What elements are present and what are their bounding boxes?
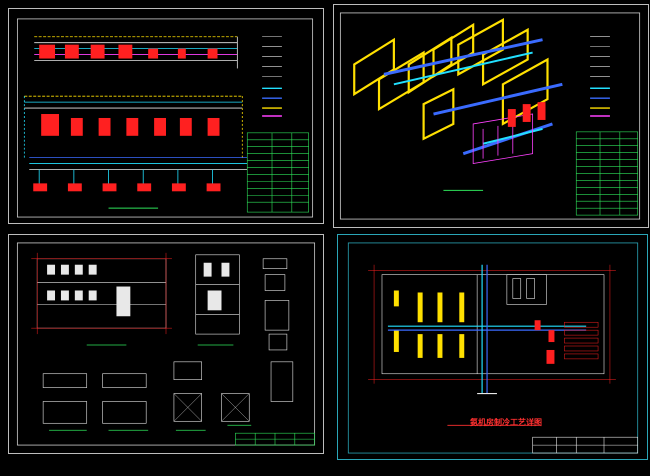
- schematic-drawing: [16, 18, 314, 218]
- inner-frame: [16, 242, 316, 446]
- isometric-drawing: [339, 12, 641, 220]
- detail-small-right: [262, 258, 290, 351]
- sheet-4-title: 氨机房制冷工艺详图: [470, 418, 542, 427]
- equipment-cluster: [506, 274, 547, 305]
- elevation-view: [195, 254, 240, 335]
- red-vessels: [507, 102, 546, 127]
- evaporator-units: [33, 183, 221, 192]
- equipment-table: [575, 131, 638, 216]
- plan-view-red: [31, 252, 172, 335]
- annotation-boxes: [564, 321, 599, 360]
- drawing-sheet-process-detail[interactable]: 氨机房制冷工艺详图: [337, 234, 648, 460]
- room-outline: [381, 274, 605, 375]
- elevation-equipment: [203, 262, 230, 311]
- inner-frame: [16, 18, 314, 218]
- details-drawing: [16, 242, 316, 446]
- evaporator-boxes: [393, 290, 465, 358]
- plan-equipment: [47, 264, 131, 317]
- upper-pipe-rows: [34, 36, 238, 69]
- drawing-sheet-schematic[interactable]: [8, 8, 324, 224]
- title-block: [532, 436, 639, 454]
- legend-column: [590, 36, 610, 117]
- title-block: [235, 432, 315, 446]
- detail-drawings-lower: [42, 361, 294, 424]
- legend-column: [262, 36, 282, 117]
- equipment-table: [246, 132, 309, 213]
- compressor-units-row-1: [39, 44, 218, 59]
- vessel-markers: [534, 320, 555, 364]
- plan-view: [36, 258, 167, 329]
- lower-header: [29, 157, 248, 186]
- process-detail-drawing: [347, 242, 639, 454]
- process-pipes: [387, 264, 587, 395]
- blue-pipes: [383, 38, 563, 156]
- equipment-row-2: [23, 95, 243, 158]
- drawing-sheet-isometric[interactable]: [333, 4, 649, 228]
- caption-underlines: [49, 344, 252, 431]
- detail-cross-marks: [173, 393, 250, 422]
- yellow-frames: [353, 18, 549, 141]
- vessel-row: [41, 114, 220, 136]
- inner-frame: [339, 12, 641, 220]
- grid-lines: [368, 264, 616, 384]
- inner-frame: [347, 242, 639, 454]
- drawing-sheet-details[interactable]: [8, 234, 324, 454]
